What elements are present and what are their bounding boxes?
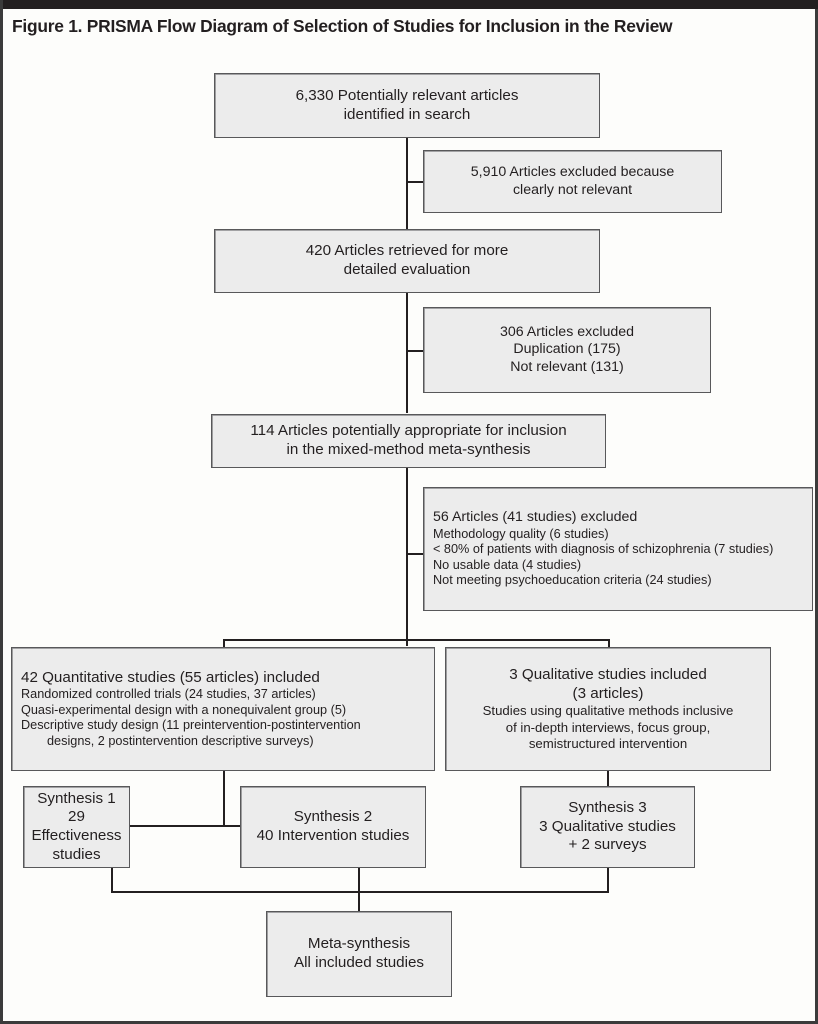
- node-synthesis-1: Synthesis 1 29 Effectiveness studies: [23, 786, 130, 868]
- node-quantitative-line3: Descriptive study design (11 preinterven…: [21, 718, 361, 733]
- node-quantitative-line4: designs, 2 postintervention descriptive …: [47, 733, 314, 748]
- node-excluded-306-line2: Duplication (175): [513, 341, 621, 358]
- connector-qualitative-drop: [607, 771, 609, 786]
- node-identified: 6,330 Potentially relevant articles iden…: [214, 73, 600, 138]
- node-qualitative-line3: Studies using qualitative methods inclus…: [482, 703, 734, 719]
- node-excluded-56-line3: No usable data (4 studies): [433, 557, 582, 572]
- node-synthesis-2-line1: Synthesis 2: [293, 808, 373, 826]
- node-excluded-56-line2: < 80% of patients with diagnosis of schi…: [433, 542, 774, 557]
- node-meta-synthesis-line2: All included studies: [293, 954, 424, 971]
- connector-split-right-drop: [608, 639, 610, 648]
- node-qualitative-line2: (3 articles): [572, 684, 644, 702]
- connector-split-bar: [223, 639, 610, 641]
- node-qualitative: 3 Qualitative studies included (3 articl…: [445, 647, 771, 771]
- node-synthesis-1-line2: 29 Effectiveness: [31, 808, 122, 844]
- node-excluded-5910-line2: clearly not relevant: [512, 181, 633, 198]
- connector-bottom-collector: [111, 891, 609, 893]
- connector-branch-excluded-306: [406, 350, 424, 352]
- node-synthesis-1-line3: studies: [52, 845, 101, 863]
- connector-quantitative-drop: [223, 771, 225, 826]
- node-meta-synthesis: Meta-synthesis All included studies: [266, 911, 452, 997]
- connector-identified-to-retrieved: [406, 138, 408, 230]
- node-synthesis-3-line3: + 2 surveys: [568, 836, 647, 854]
- node-excluded-56-line1: Methodology quality (6 studies): [433, 526, 609, 541]
- connector-split-left-drop: [223, 639, 225, 648]
- connector-branch-excluded-56: [406, 553, 424, 555]
- node-retrieved: 420 Articles retrieved for more detailed…: [214, 229, 600, 293]
- node-excluded-56-heading: 56 Articles (41 studies) excluded: [433, 509, 638, 526]
- node-quantitative-line2: Quasi-experimental design with a nonequi…: [21, 702, 347, 717]
- node-excluded-306-line3: Not relevant (131): [510, 358, 624, 375]
- top-rule: [3, 0, 818, 9]
- node-qualitative-line4: of in-depth interviews, focus group,: [505, 719, 711, 735]
- node-retrieved-line1: 420 Articles retrieved for more: [305, 242, 509, 260]
- node-qualitative-line5: semistructured intervention: [528, 735, 688, 751]
- node-synthesis-3-line2: 3 Qualitative studies: [539, 817, 676, 835]
- node-meta-synthesis-line1: Meta-synthesis: [307, 935, 411, 953]
- node-synthesis-2: Synthesis 2 40 Intervention studies: [240, 786, 426, 868]
- node-excluded-5910-line1: 5,910 Articles excluded because: [470, 164, 675, 181]
- connector-synthesis1-down: [111, 868, 113, 893]
- connector-synthesis3-down: [607, 868, 609, 893]
- node-excluded-306: 306 Articles excluded Duplication (175) …: [423, 307, 711, 393]
- page-title: Figure 1. PRISMA Flow Diagram of Selecti…: [12, 16, 673, 36]
- node-retrieved-line2: detailed evaluation: [343, 261, 471, 278]
- node-potentially-appropriate: 114 Articles potentially appropriate for…: [211, 414, 606, 468]
- node-identified-line2: identified in search: [343, 105, 471, 123]
- node-qualitative-line1: 3 Qualitative studies included: [509, 666, 707, 684]
- node-excluded-56: 56 Articles (41 studies) excluded Method…: [423, 487, 813, 611]
- node-synthesis-1-line1: Synthesis 1: [37, 789, 116, 807]
- node-synthesis-3: Synthesis 3 3 Qualitative studies + 2 su…: [520, 786, 695, 868]
- connector-branch-excluded-5910: [406, 181, 424, 183]
- node-quantitative: 42 Quantitative studies (55 articles) in…: [11, 647, 435, 771]
- connector-114-to-split: [406, 468, 408, 646]
- node-synthesis-3-line1: Synthesis 3: [568, 799, 647, 817]
- node-synthesis-2-line2: 40 Intervention studies: [256, 827, 410, 844]
- node-identified-line1: 6,330 Potentially relevant articles: [295, 86, 519, 104]
- node-excluded-306-line1: 306 Articles excluded: [499, 324, 635, 341]
- connector-synthesis1-to-synthesis2: [130, 825, 242, 827]
- connector-to-meta-synthesis: [358, 868, 360, 911]
- node-quantitative-line1: Randomized controlled trials (24 studies…: [21, 687, 316, 702]
- node-potentially-appropriate-line2: in the mixed-method meta-synthesis: [286, 441, 531, 458]
- connector-retrieved-to-114: [406, 293, 408, 413]
- node-excluded-56-line4: Not meeting psychoeducation criteria (24…: [433, 573, 712, 588]
- node-potentially-appropriate-line1: 114 Articles potentially appropriate for…: [250, 422, 567, 440]
- node-excluded-5910: 5,910 Articles excluded because clearly …: [423, 150, 722, 213]
- node-quantitative-heading: 42 Quantitative studies (55 articles) in…: [21, 668, 320, 686]
